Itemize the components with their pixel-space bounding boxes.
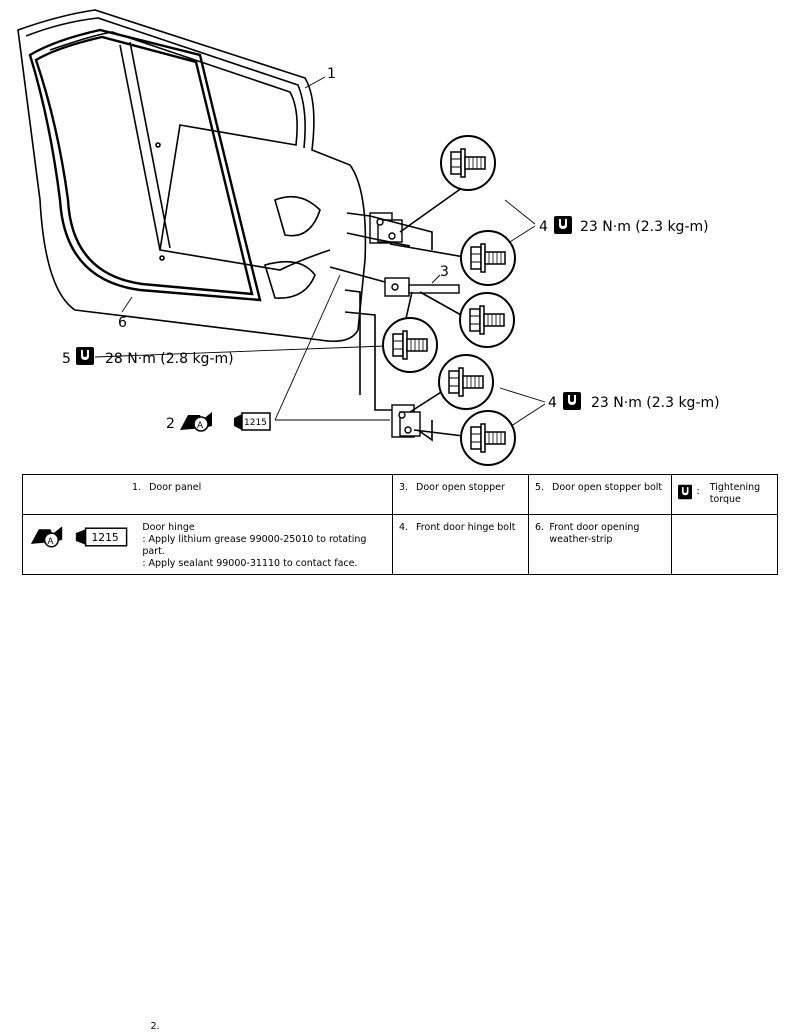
grease-icon: A	[180, 412, 212, 432]
callout-2: 2	[166, 416, 175, 432]
lower-hinge	[391, 404, 421, 438]
sealant-icon: 1215	[234, 412, 271, 431]
door-stopper	[384, 277, 460, 297]
callout-3: 3	[440, 264, 449, 280]
torque-value-upper: 23 N⋅m (2.3 kg-m)	[580, 219, 709, 235]
legend-item-hinge-bolt: 4. Front door hinge bolt	[392, 514, 529, 575]
legend-item-stopper-bolt: 5. Door open stopper bolt	[528, 474, 672, 515]
svg-text:A: A	[48, 537, 54, 547]
legend-item-door-hinge-number: 2.	[150, 1020, 160, 1032]
callout-5: 5	[62, 351, 71, 367]
door-hinge-diagram: 1 3 6 4 23 N⋅m (2.3 kg-m) 4 23 N⋅m (2.3 …	[17, 9, 720, 466]
svg-text:A: A	[197, 421, 204, 431]
torque-icon	[678, 484, 693, 500]
torque-value-lower: 23 N⋅m (2.3 kg-m)	[591, 395, 720, 411]
hinge-bolt-upper-2	[460, 230, 516, 286]
legend-item-door-open-stopper: 3. Door open stopper	[392, 474, 529, 515]
leader-lines	[94, 76, 546, 431]
legend-item-door-hinge: A 1215 Door hinge : Apply lithium grease…	[22, 514, 393, 1032]
callout-4-lower: 4	[548, 395, 557, 411]
legend-item-door-panel: 1. Door panel	[22, 474, 393, 515]
torque-icon	[76, 347, 94, 365]
callout-1: 1	[327, 66, 336, 82]
stopper-bolt-left	[382, 317, 438, 373]
door-panel	[17, 9, 367, 343]
grease-sealant-icons: A 1215	[30, 526, 128, 548]
callout-4-upper: 4	[539, 219, 548, 235]
svg-text:1215: 1215	[91, 531, 118, 544]
torque-icon	[563, 392, 581, 410]
hinge-bolt-lower-1	[438, 354, 494, 410]
torque-value-stopper: 28 N⋅m (2.8 kg-m)	[105, 351, 234, 367]
svg-text:1215: 1215	[244, 418, 267, 428]
torque-icon	[554, 216, 572, 234]
legend-table: 1. Door panel 3. Door open stopper 5. Do…	[22, 474, 778, 1032]
legend-item-weather-strip: 6. Front door opening weather-strip	[528, 514, 672, 575]
callout-6: 6	[118, 315, 127, 331]
legend-empty-cell	[671, 514, 778, 575]
hinge-bolt-upper-1	[440, 135, 496, 191]
stopper-bolt-right	[459, 292, 515, 348]
hinge-bolt-lower-2	[460, 410, 516, 466]
legend-item-tightening-torque: : Tightening torque	[671, 474, 778, 515]
weather-strip	[28, 28, 262, 302]
